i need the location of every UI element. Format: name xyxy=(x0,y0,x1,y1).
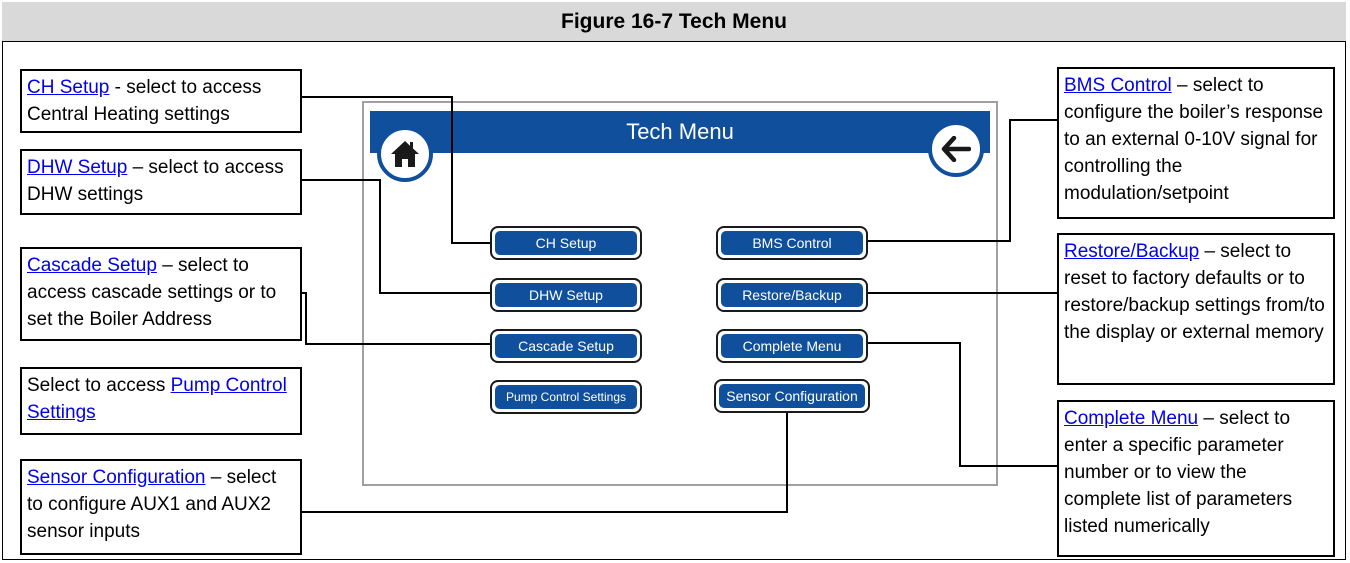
callout-bms-control-text: – select to configure the boiler’s respo… xyxy=(1064,75,1324,204)
pump-control-settings-button[interactable]: Pump Control Settings xyxy=(490,380,642,414)
restore-backup-link[interactable]: Restore/Backup xyxy=(1064,241,1200,262)
callout-pump-control-text: Select to access xyxy=(27,375,171,396)
back-arrow-icon xyxy=(941,136,971,162)
ch-setup-link[interactable]: CH Setup xyxy=(27,77,110,98)
callout-sensor-configuration-text: – select to configure AUX1 and AUX2 sens… xyxy=(27,467,277,542)
complete-menu-button-label: Complete Menu xyxy=(721,334,863,358)
connector-sensor-configuration xyxy=(300,413,788,513)
dhw-setup-button[interactable]: DHW Setup xyxy=(490,278,642,312)
callout-sensor-configuration: Sensor Configuration – select to configu… xyxy=(20,459,302,555)
ch-setup-button-label: CH Setup xyxy=(495,231,637,255)
ch-setup-button[interactable]: CH Setup xyxy=(490,226,642,260)
callout-cascade-setup: Cascade Setup – select to access cascade… xyxy=(20,247,302,341)
callout-complete-menu-text: – select to enter a specific parameter n… xyxy=(1064,408,1293,537)
screen-title-bar: Tech Menu xyxy=(370,111,990,153)
cascade-setup-button-label: Cascade Setup xyxy=(495,334,637,358)
callout-bms-control: BMS Control – select to configure the bo… xyxy=(1057,67,1335,219)
connector-bms-control xyxy=(868,119,1062,242)
figure-title: Figure 16-7 Tech Menu xyxy=(2,2,1346,42)
complete-menu-button[interactable]: Complete Menu xyxy=(716,329,868,363)
bms-control-button-label: BMS Control xyxy=(721,231,863,255)
connector-ch-setup xyxy=(300,96,490,244)
callout-restore-backup-text: – select to reset to factory defaults or… xyxy=(1064,241,1325,343)
sensor-configuration-link[interactable]: Sensor Configuration xyxy=(27,467,206,488)
dhw-setup-link[interactable]: DHW Setup xyxy=(27,157,128,178)
callout-cascade-setup-text: – select to access cascade settings or t… xyxy=(27,255,277,330)
connector-dhw-setup xyxy=(300,179,490,294)
connector-cascade-setup xyxy=(300,292,490,345)
restore-backup-button[interactable]: Restore/Backup xyxy=(716,278,868,312)
home-button[interactable] xyxy=(377,126,433,182)
connector-complete-menu xyxy=(868,342,1062,467)
sensor-configuration-button-label: Sensor Configuration xyxy=(719,384,865,408)
callout-pump-control: Select to access Pump Control Settings xyxy=(20,367,302,435)
dhw-setup-button-label: DHW Setup xyxy=(495,283,637,307)
pump-control-settings-button-label: Pump Control Settings xyxy=(495,385,637,409)
cascade-setup-button[interactable]: Cascade Setup xyxy=(490,329,642,363)
callout-ch-setup-text: - select to access Central Heating setti… xyxy=(27,77,262,125)
bms-control-link[interactable]: BMS Control xyxy=(1064,75,1172,96)
home-icon xyxy=(391,141,419,167)
callout-dhw-setup-text: – select to access DHW settings xyxy=(27,157,284,205)
cascade-setup-link[interactable]: Cascade Setup xyxy=(27,255,157,276)
screen-title: Tech Menu xyxy=(626,119,734,144)
sensor-configuration-button[interactable]: Sensor Configuration xyxy=(714,379,870,413)
bms-control-button[interactable]: BMS Control xyxy=(716,226,868,260)
callout-restore-backup: Restore/Backup – select to reset to fact… xyxy=(1057,233,1335,385)
callout-ch-setup: CH Setup - select to access Central Heat… xyxy=(20,69,302,133)
pump-control-settings-link[interactable]: Pump Control Settings xyxy=(27,375,287,423)
callout-complete-menu: Complete Menu – select to enter a specif… xyxy=(1057,400,1335,557)
callout-dhw-setup: DHW Setup – select to access DHW setting… xyxy=(20,149,302,215)
back-button[interactable] xyxy=(928,121,984,177)
complete-menu-link[interactable]: Complete Menu xyxy=(1064,408,1199,429)
restore-backup-button-label: Restore/Backup xyxy=(721,283,863,307)
